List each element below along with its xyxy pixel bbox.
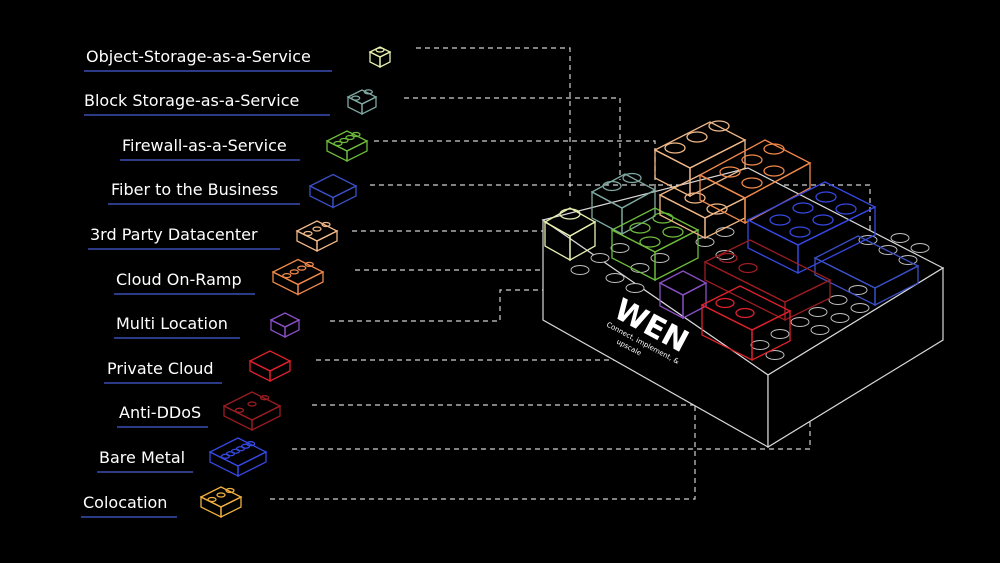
base-stud: [630, 263, 650, 273]
base-stud: [570, 265, 590, 275]
block-storage-brick-icon: [346, 89, 378, 116]
base-stud: [850, 303, 870, 313]
cloud-onramp-brick-icon: [271, 258, 325, 296]
service-label: Private Cloud: [107, 359, 214, 378]
connector-multi-location: [330, 289, 670, 322]
anti-ddos-brick-icon: [222, 391, 282, 432]
connector-fiber: [370, 184, 871, 240]
base-stud: [790, 317, 810, 327]
stack-brick-cloud-onramp: [698, 139, 812, 225]
private-cloud-brick-icon: [248, 350, 292, 383]
firewall-brick-icon: [325, 130, 369, 163]
base-stud: [750, 340, 770, 350]
stack-bricks: [543, 120, 920, 362]
base-stud: [610, 243, 630, 253]
service-item: Cloud On-Ramp: [114, 258, 325, 296]
base-stud: [858, 235, 878, 245]
service-label: Fiber to the Business: [111, 180, 278, 199]
base-stud: [590, 253, 610, 263]
service-label: Anti-DDoS: [119, 403, 201, 422]
base-stud: [830, 313, 850, 323]
base-stud: [715, 227, 735, 237]
stack-brick-object-storage: [543, 207, 597, 262]
colocation-brick-icon: [199, 486, 243, 519]
service-item: Fiber to the Business: [108, 173, 358, 209]
fiber-brick-icon: [308, 173, 358, 209]
service-item: Multi Location: [114, 312, 301, 339]
service-item: 3rd Party Datacenter: [88, 220, 339, 253]
service-item: Firewall-as-a-Service: [120, 130, 369, 163]
stack-brick-3rd-party-dc: [653, 120, 747, 240]
service-item: Bare Metal: [97, 437, 268, 478]
service-label: Block Storage-as-a-Service: [84, 91, 299, 110]
connector-firewall: [374, 140, 656, 230]
stack-brick-private-cloud: [700, 285, 792, 362]
service-label: Multi Location: [116, 314, 228, 333]
base-stud: [808, 307, 828, 317]
bare-metal-brick-icon: [208, 437, 268, 478]
service-label: Cloud On-Ramp: [116, 270, 242, 289]
service-label: 3rd Party Datacenter: [90, 225, 258, 244]
base-stud: [828, 295, 848, 305]
base-stud: [810, 325, 830, 335]
object-storage-brick-icon: [368, 46, 392, 69]
base-stud: [910, 243, 930, 253]
base-stud: [765, 350, 785, 360]
service-label: Object-Storage-as-a-Service: [86, 47, 311, 66]
service-label: Colocation: [83, 493, 167, 512]
service-label: Firewall-as-a-Service: [122, 136, 287, 155]
stack-brick-firewall: [610, 207, 700, 282]
3rd-party-dc-brick-icon: [295, 220, 339, 253]
connector-object-storage: [416, 47, 571, 200]
stack-brick-fiber: [813, 235, 920, 307]
base-stud: [890, 233, 910, 243]
connector-cloud-onramp: [355, 215, 776, 271]
connector-3rd-party-dc: [352, 175, 711, 232]
base-stud: [650, 253, 670, 263]
service-item: Colocation: [81, 486, 243, 519]
service-item: Anti-DDoS: [117, 391, 282, 432]
multi-location-brick-icon: [269, 312, 301, 339]
base-stud: [695, 237, 715, 247]
stack-brick-bare-metal: [746, 181, 877, 275]
base-stud: [625, 283, 645, 293]
base-stud: [878, 245, 898, 255]
service-label: Bare Metal: [99, 448, 185, 467]
connector-block-storage: [404, 97, 621, 180]
base-stud: [605, 273, 625, 283]
service-item: Object-Storage-as-a-Service: [84, 46, 392, 72]
stack-brick-multi-location: [658, 270, 708, 320]
base-stud: [848, 285, 868, 295]
base-stud: [898, 255, 918, 265]
service-item: Block Storage-as-a-Service: [84, 89, 378, 116]
service-item: Private Cloud: [104, 350, 292, 384]
base-stud: [770, 329, 790, 339]
